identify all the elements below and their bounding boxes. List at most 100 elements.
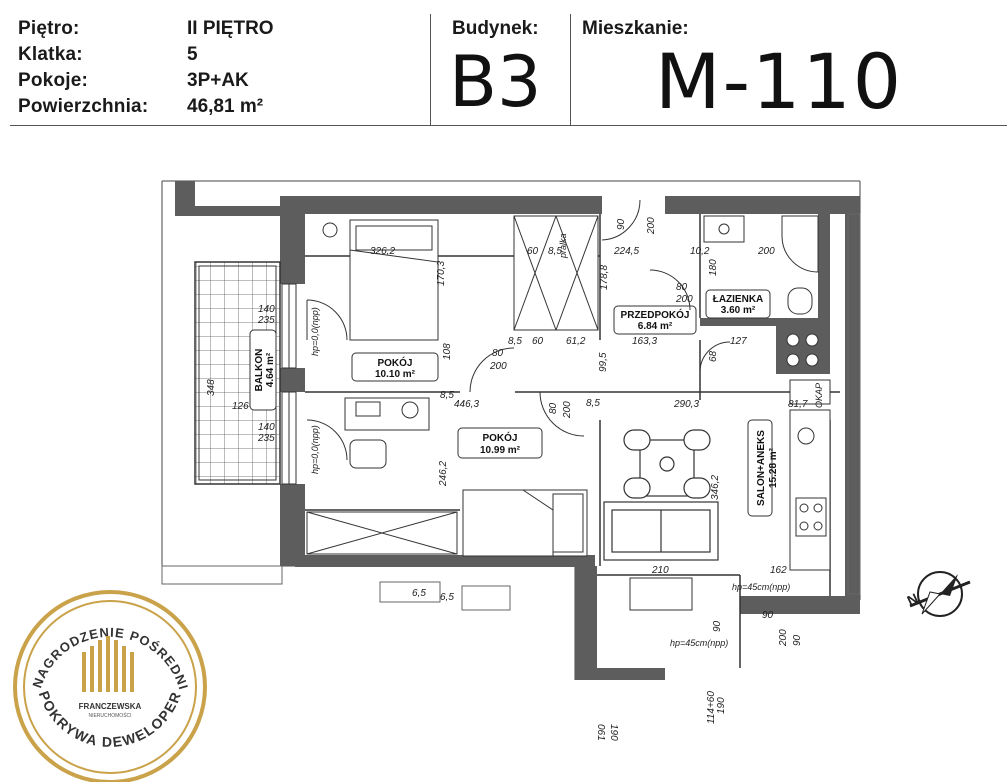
dim-label: 90 [762, 610, 774, 621]
dim-label: 80 [548, 402, 559, 414]
room2-label-box [457, 427, 543, 459]
dim-label: 235 [257, 315, 275, 326]
dim-label: 8,5 [586, 398, 600, 409]
room1-name: POKÓJ [377, 356, 412, 369]
building-label: Budynek: [452, 18, 539, 39]
dim-label: 140 [258, 422, 275, 433]
dim-label: 200 [675, 294, 693, 305]
dim-label: 235 [257, 433, 275, 444]
dim-label: 162 [770, 565, 787, 576]
stamp-brand-sub: NIERUCHOMOŚCI [88, 711, 131, 719]
area-value: 46,81 m² [187, 96, 264, 117]
dim-label: 108 [442, 343, 453, 360]
dim-label: 8,5 [548, 246, 562, 257]
dim-label: 224,5 [613, 246, 639, 257]
dim-label: 127 [730, 336, 747, 347]
dim-label: 68 [708, 350, 719, 362]
staircase-label: Klatka: [18, 44, 83, 65]
hood-label: OKAP [814, 383, 824, 408]
dim-label: 210 [651, 565, 669, 576]
header-divider [570, 14, 571, 125]
walls [175, 181, 860, 680]
dim-label: 61,2 [566, 336, 586, 347]
dim-label: 346,2 [710, 475, 721, 500]
sofa [603, 501, 719, 561]
dim-label: 140 [258, 304, 275, 315]
neighbor-units [161, 213, 861, 611]
wardrobe-room2 [306, 511, 458, 555]
dimension-labels: 326,2 170,3 178,8 224,5 60 8,5 90 200 10… [206, 217, 808, 741]
salon-area: 15.28 m² [768, 447, 779, 488]
bathroom-area: 3.60 m² [721, 305, 756, 316]
balcony-windows [281, 283, 297, 485]
dim-label: 90 [712, 620, 723, 632]
balcony-label-box [249, 329, 277, 411]
dim-label: 126 [232, 401, 249, 412]
stamp-logo-icon [82, 636, 134, 692]
dim-label: 80 [492, 348, 504, 359]
dim-label: 200 [562, 401, 573, 419]
sill-label: hp=0,0(npp) [310, 307, 320, 356]
dim-label: 80 [676, 282, 688, 293]
dim-label: 163,3 [632, 336, 657, 347]
wall-top-left [175, 206, 295, 216]
dim-label: 114+60 [706, 691, 717, 724]
dim-label: 178,8 [599, 265, 610, 290]
hall-label-box [613, 305, 697, 335]
dim-label: 200 [757, 246, 775, 257]
building-value: B3 [449, 41, 542, 123]
apartment-value: M-110 [655, 37, 904, 126]
balcony-area: 4.64 m² [265, 352, 276, 387]
commission-stamp: WYNAGRODZENIE POŚREDNIKA POKRYWA DEWELOP… [10, 582, 207, 782]
rooms-label: Pokoje: [18, 70, 89, 91]
wardrobe [513, 215, 599, 331]
kitchen [789, 379, 831, 571]
washer-label: pralka [558, 233, 568, 259]
bathroom-name: ŁAZIENKA [713, 294, 764, 305]
desk [344, 397, 430, 469]
bed-room2 [462, 489, 588, 557]
bathroom-label-box [705, 289, 771, 319]
floor-value: II PIĘTRO [187, 18, 274, 39]
dim-label: 170,3 [436, 261, 447, 286]
dim-label: 326,2 [370, 246, 395, 257]
dim-label: 200 [489, 361, 507, 372]
balcony-name: BALKON [254, 349, 265, 392]
dim-label: 10,2 [690, 246, 710, 257]
room2-area: 10.99 m² [480, 445, 521, 456]
sill-height-labels: hp=0,0(npp) hp=0,0(npp) hp=45cm(npp) hp=… [310, 233, 824, 648]
sill-label: hp=45cm(npp) [732, 582, 790, 592]
header-divider [430, 14, 431, 125]
bed-room1 [349, 219, 439, 341]
dim-label: 60 [527, 246, 539, 257]
dining-table [623, 429, 711, 499]
dim-label: 8,5 [508, 336, 522, 347]
area-label: Powierzchnia: [18, 96, 149, 117]
stamp-brand: FRANCZEWSKA [79, 702, 142, 711]
lamp-icon [322, 222, 338, 238]
dim-label: 200 [778, 629, 789, 647]
hall-area: 6.84 m² [638, 321, 673, 332]
dim-label: 99,5 [598, 352, 609, 372]
floor-label: Piętro: [18, 18, 80, 39]
dim-label: 6,5 [412, 588, 426, 599]
room2-name: POKÓJ [482, 431, 517, 444]
dim-label: 60 [532, 336, 544, 347]
room1-label-box [351, 352, 439, 382]
dim-label: 81,7 [788, 399, 808, 410]
hall-name: PRZEDPOKÓJ [621, 308, 690, 321]
dim-label: 200 [646, 217, 657, 235]
dim-label: 190 [608, 724, 619, 741]
dim-label: 180 [708, 259, 719, 276]
salon-label-box [747, 419, 773, 517]
dim-label: 90 [792, 634, 803, 646]
room1-area: 10.10 m² [375, 369, 416, 380]
sill-label: hp=0,0(npp) [310, 425, 320, 474]
rooms-value: 3P+AK [187, 70, 249, 91]
dim-label: 6,5 [440, 592, 454, 603]
dim-label: 190 [716, 697, 727, 714]
room-labels: POKÓJ 10.10 m² POKÓJ 10.99 m² PRZEDPOKÓJ… [254, 294, 779, 506]
tv-table [629, 577, 693, 611]
dim-label: 061 [595, 724, 606, 741]
